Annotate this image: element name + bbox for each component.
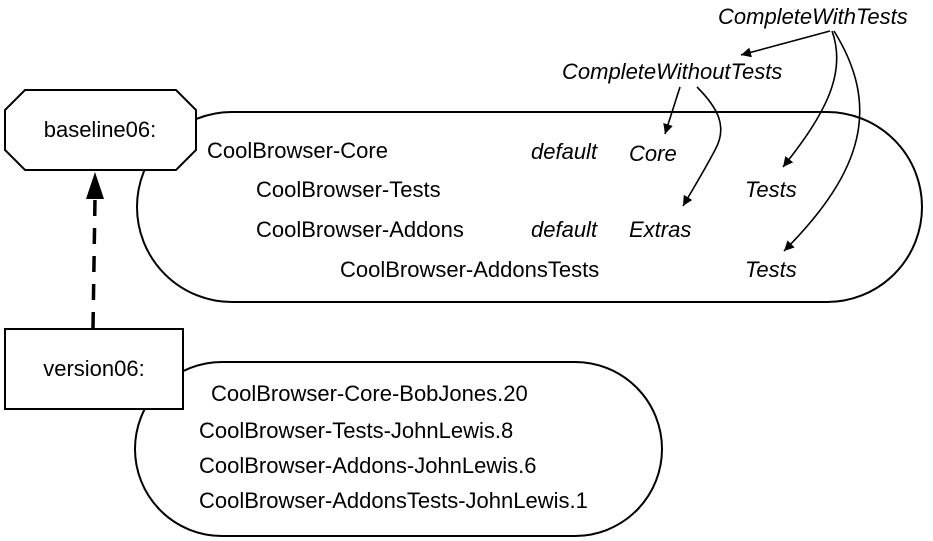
version-row: CoolBrowser-Addons-JohnLewis.6: [199, 453, 537, 478]
version-to-baseline-arrowhead: [86, 172, 104, 199]
group-label-complete-with-tests: CompleteWithTests: [718, 4, 908, 29]
baseline-row-default: default: [531, 217, 598, 242]
baseline-row-group: Tests: [745, 177, 797, 202]
baseline-row-package: CoolBrowser-Addons: [256, 217, 464, 242]
version-node: [4, 328, 184, 410]
baseline-node: [4, 89, 197, 171]
version-row: CoolBrowser-Core-BobJones.20: [211, 381, 528, 406]
baseline-row-default: default: [531, 139, 598, 164]
baseline-row-group: Extras: [629, 217, 691, 242]
arrow-with-tests-to-addonstests-row: [783, 30, 861, 252]
version-to-baseline-link: [91, 197, 97, 329]
baseline-row-group: Tests: [745, 257, 797, 282]
baseline-row-group: Core: [629, 141, 677, 166]
version-row: CoolBrowser-Tests-JohnLewis.8: [199, 418, 513, 443]
arrow-without-tests-to-addons-row: [682, 86, 722, 207]
group-label-complete-without-tests: CompleteWithoutTests: [562, 59, 782, 84]
arrow-without-tests-to-core-row: [663, 86, 681, 135]
baseline-row-package: CoolBrowser-AddonsTests: [340, 257, 599, 282]
baseline-node-label: baseline06:: [44, 117, 157, 142]
arrow-with-tests-to-without-tests: [740, 30, 831, 58]
baseline-row-package: CoolBrowser-Core: [207, 138, 388, 163]
arrow-with-tests-to-tests-row: [782, 30, 838, 168]
baseline-row-package: CoolBrowser-Tests: [256, 177, 441, 202]
version-row: CoolBrowser-AddonsTests-JohnLewis.1: [199, 488, 588, 513]
version-node-label: version06:: [43, 356, 145, 381]
